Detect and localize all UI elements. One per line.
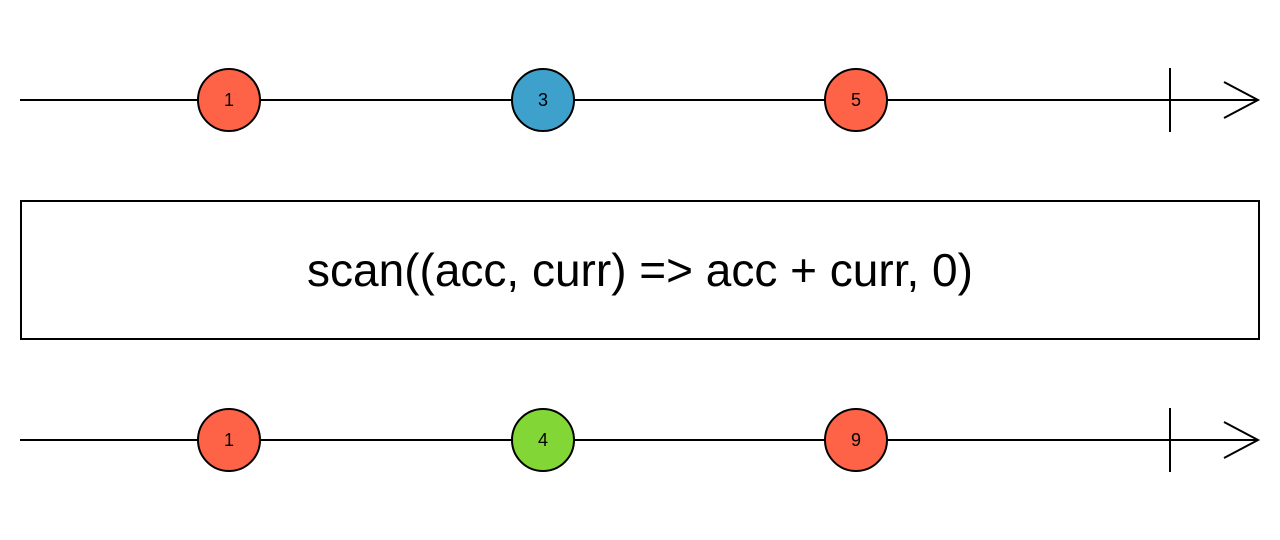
operator-box: scan((acc, curr) => acc + curr, 0) [20,200,1260,340]
marble: 1 [197,408,261,472]
marble-label: 5 [851,90,861,110]
output-stream: 1 4 9 [20,408,1261,472]
marble-circle [511,68,575,132]
marble: 9 [824,408,888,472]
marble-label: 3 [538,90,548,110]
marble-circle [511,408,575,472]
marble-circle [824,408,888,472]
marble-label: 9 [851,430,861,450]
marble-label: 4 [538,430,548,450]
timeline-arrowhead-icon [1223,421,1261,459]
marble: 3 [511,68,575,132]
marble-label: 1 [224,430,234,450]
input-stream: 1 3 5 [20,68,1261,132]
marble: 4 [511,408,575,472]
marble-circle [197,408,261,472]
marble-label: 1 [224,90,234,110]
operator-label: scan((acc, curr) => acc + curr, 0) [307,244,973,296]
marble-circle [824,68,888,132]
marble-circle [197,68,261,132]
timeline-arrowhead-icon [1223,81,1261,119]
marble: 5 [824,68,888,132]
marble: 1 [197,68,261,132]
